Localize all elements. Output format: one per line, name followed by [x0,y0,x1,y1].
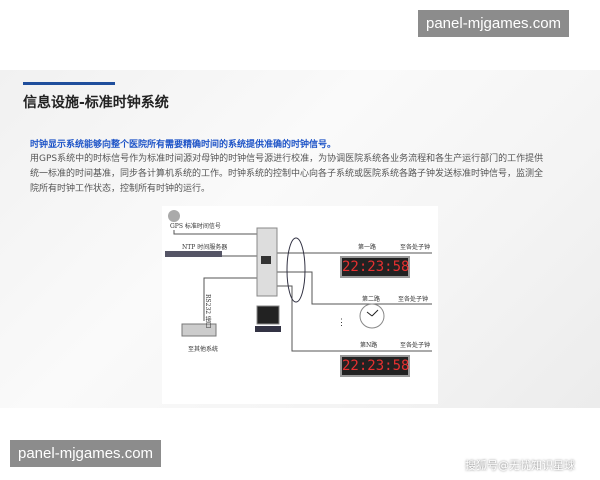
source-watermark: 搜狐号@无忧知识星球 [465,459,575,472]
dest-label-n: 至各处子钟 [400,342,431,349]
clock-system-diagram: GPS 标准时间信号 NTP 时间服务器 RS232 接口 至其他系统 第一路 … [162,206,438,404]
rs232-label: RS232 接口 [204,294,211,328]
gps-label: GPS 标准时间信号 [170,223,221,230]
route2-label: 第二路 [362,296,381,303]
watermark-bottom: panel-mjgames.com [10,440,162,467]
slide: 信息设施-标准时钟系统 时钟显示系统能够向整个医院所有需要精确时间的系统提供准确… [0,70,600,472]
title-accent-bar [23,82,115,85]
other-system-label: 至其他系统 [188,346,219,353]
ellipsis: ⋮ [337,318,346,328]
slide-body: 用GPS系统中的时标信号作为标准时间源对母钟的时钟信号源进行校准，为协调医院系统… [30,154,544,194]
route1-label: 第一路 [358,244,377,251]
diagram-lines [165,210,432,352]
slide-lead: 时钟显示系统能够向整个医院所有需要精确时间的系统提供准确的时钟信号。 [30,140,337,150]
routeN-label: 第N路 [360,342,378,349]
ntp-label: NTP 时间服务器 [182,244,228,251]
digital-clock-n: 22:23:58 [340,355,410,377]
watermark-top: panel-mjgames.com [418,10,570,37]
digital-clock-1: 22:23:58 [340,256,410,278]
slide-title: 信息设施-标准时钟系统 [23,95,169,111]
dest-label-1: 至各处子钟 [400,244,431,251]
dest-label-2: 至各处子钟 [398,296,429,303]
